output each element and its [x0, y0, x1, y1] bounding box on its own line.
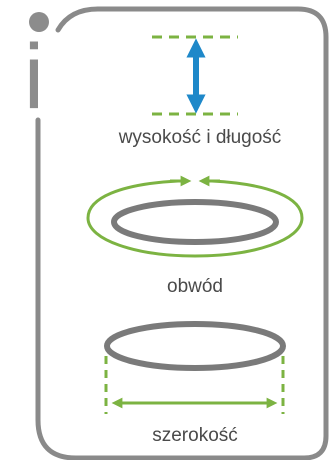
ring-shape-top — [111, 199, 279, 245]
width-label: szerokość — [152, 425, 238, 446]
info-letter: i — [24, 26, 44, 128]
circumference-label: obwód — [167, 276, 223, 297]
circumference-ring-outer — [86, 179, 304, 258]
info-icon: i — [24, 12, 49, 128]
width-indicator — [104, 321, 286, 414]
info-frame-top-left-curve — [55, 6, 101, 33]
height-length-indicator — [152, 35, 238, 116]
info-frame — [35, 6, 329, 460]
height-length-label: wysokość i długość — [118, 127, 282, 148]
ring-shape-bottom — [104, 321, 286, 371]
info-icon-dot — [29, 12, 49, 32]
circumference-indicator — [86, 175, 304, 258]
